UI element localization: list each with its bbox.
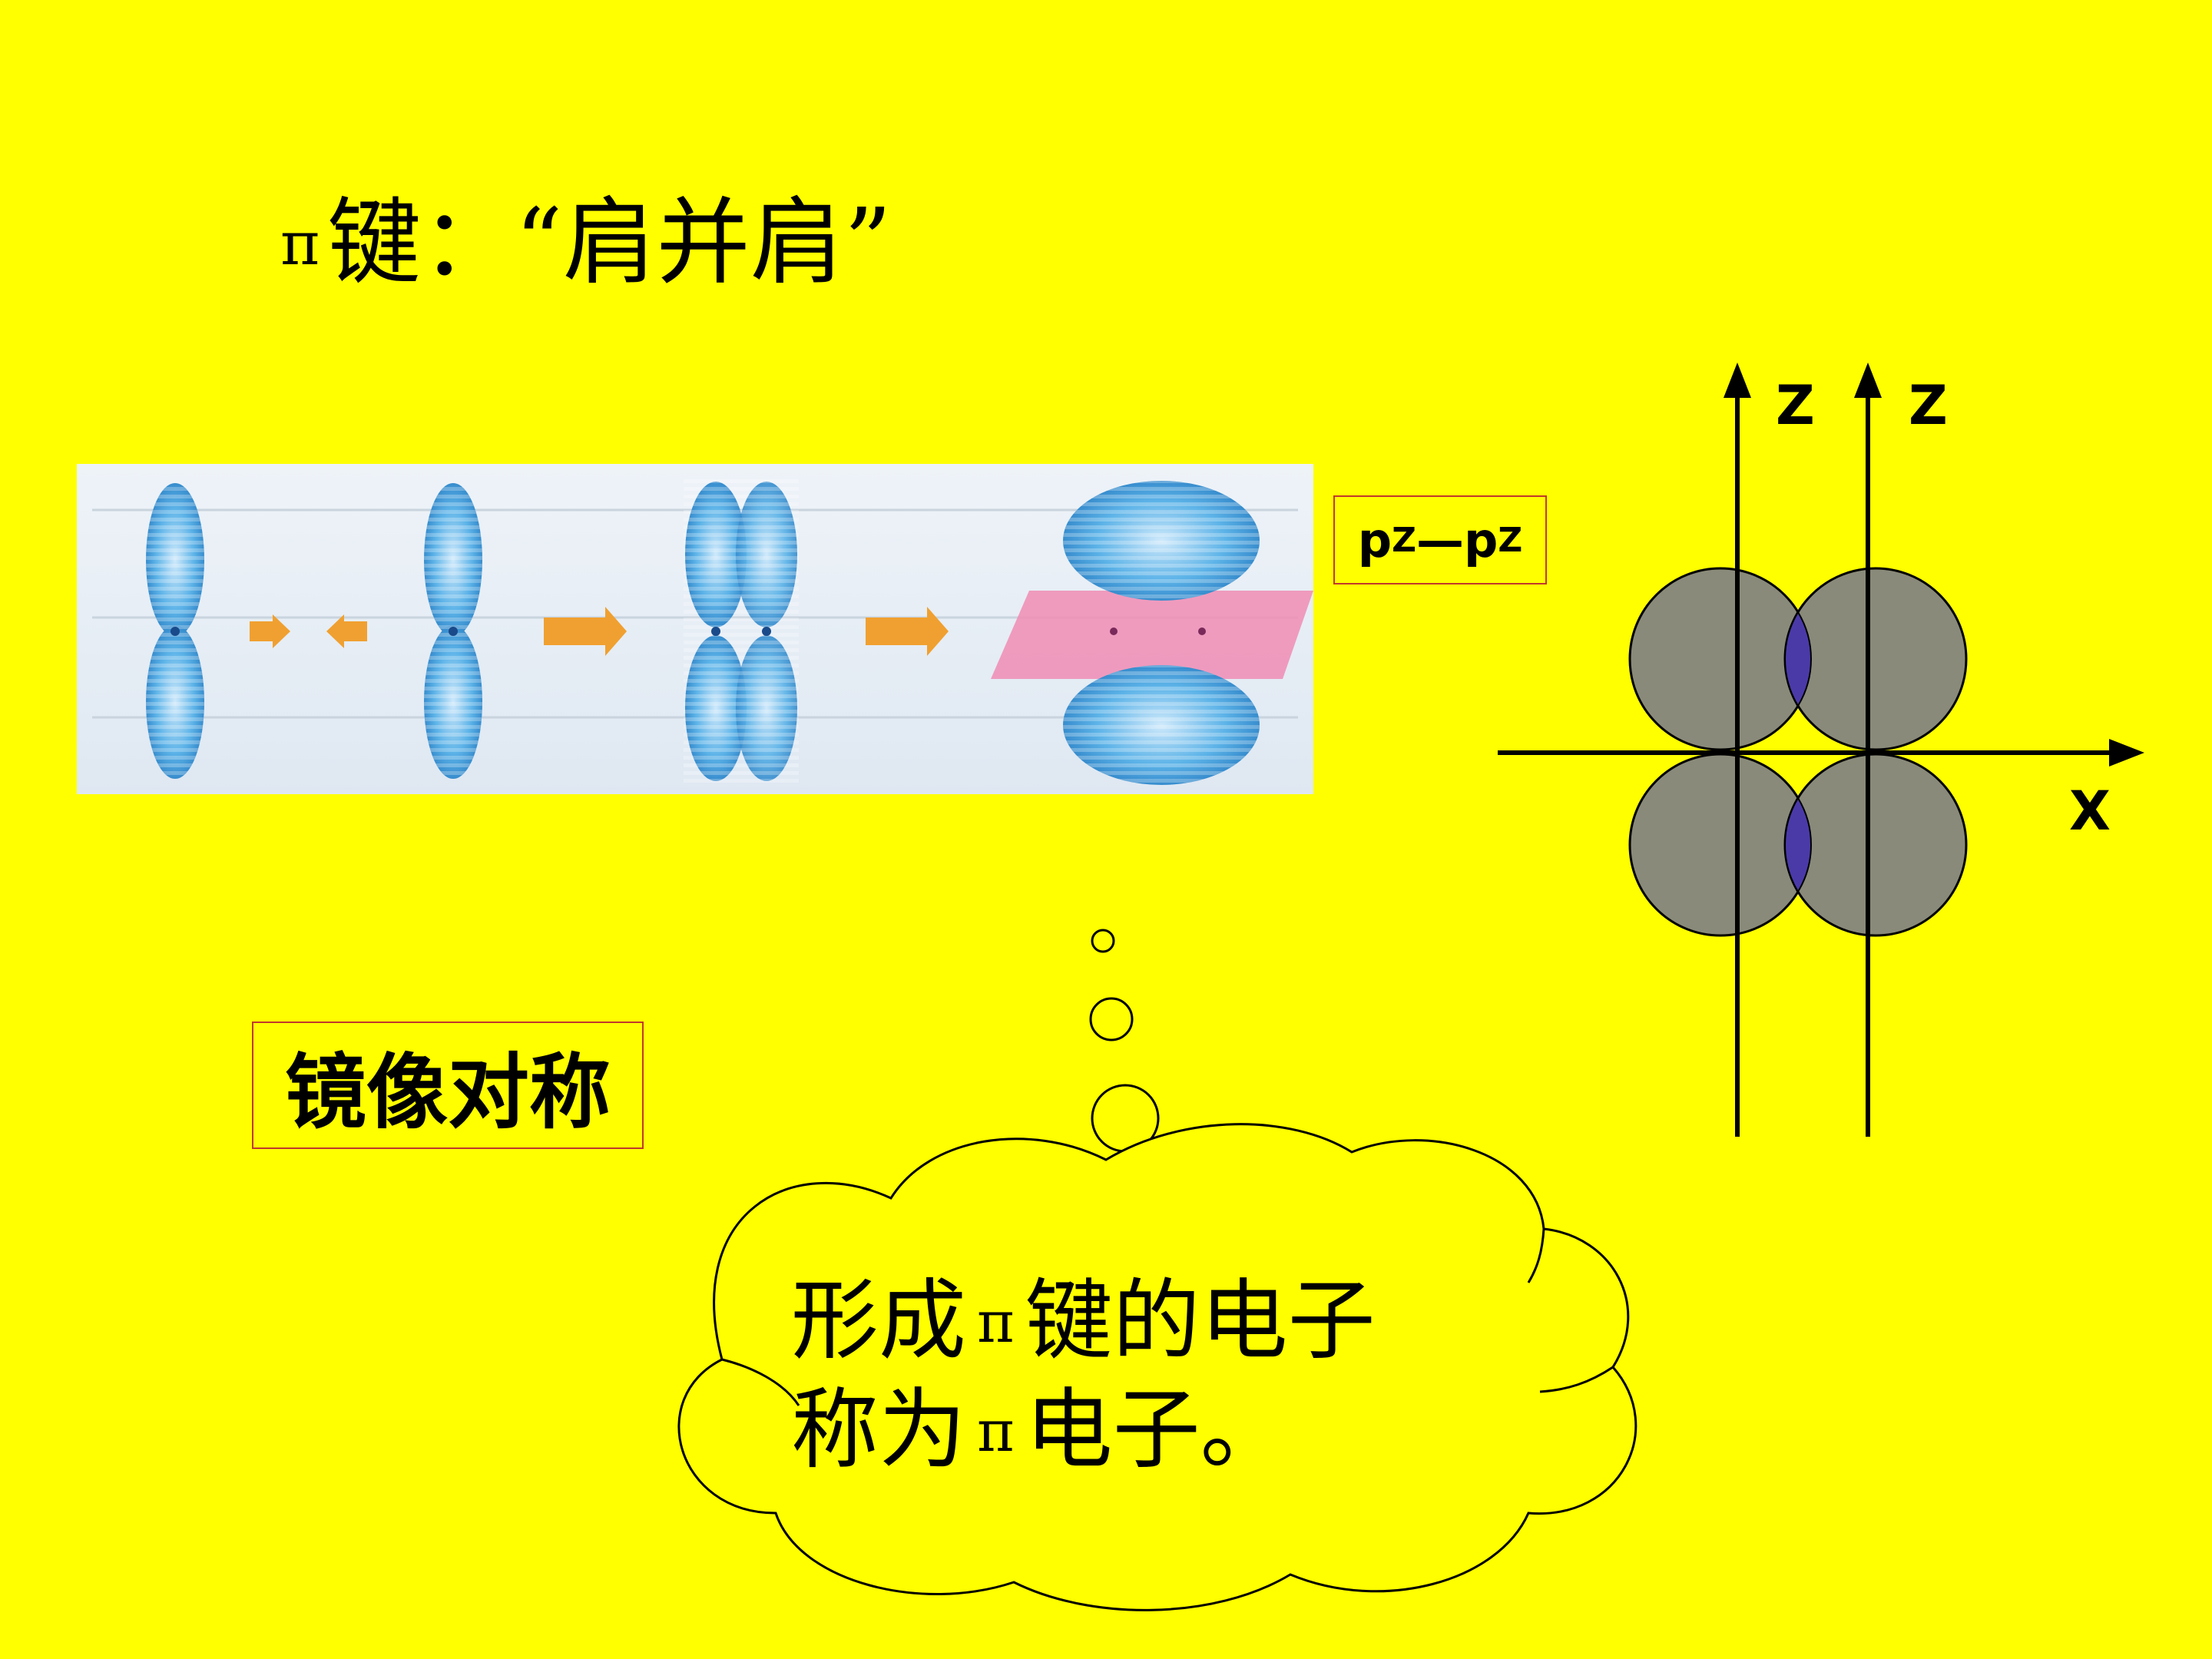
cloud-shape [677, 1123, 1637, 1611]
pi-symbol: π [280, 210, 320, 279]
cloud-line2-b: 电子。 [1025, 1379, 1288, 1481]
bubble-dot-medium [1089, 997, 1134, 1041]
arrow-icon [544, 607, 627, 656]
page-title: π键：“肩并肩” [280, 196, 892, 290]
bubble-dot-small [1091, 929, 1115, 953]
pz-label-dash: — [1416, 512, 1464, 568]
thought-bubble [677, 929, 1637, 1611]
pi-symbol: π [977, 1290, 1015, 1356]
z-axis-label-right: Z [1909, 374, 1948, 437]
cloud-line2-a: 称为 [791, 1379, 967, 1481]
title-text: 键：“肩并肩” [327, 188, 892, 297]
x-axis-label: X [2069, 780, 2111, 843]
overlap-region [1784, 611, 1812, 893]
axes [1498, 363, 2144, 1137]
mirror-symmetry-label: 镜像对称 [252, 1022, 644, 1149]
cloud-line1-a: 形成 [791, 1270, 967, 1372]
p-orbital-2 [424, 483, 482, 779]
pi-symbol: π [977, 1399, 1015, 1465]
orbital-overlap-illustration [77, 464, 1313, 794]
z-axis-label-left: Z [1776, 374, 1815, 437]
approach-arrows [250, 614, 367, 648]
cloud-line1-b: 键的电子 [1025, 1270, 1376, 1372]
pz-label-p2: p [1464, 512, 1498, 568]
pz-label-p1: p [1357, 512, 1392, 568]
pz-label-sub1: Z [1392, 520, 1416, 560]
p-orbital-1 [146, 483, 204, 779]
pz-overlap-diagram: Z Z X [1498, 363, 2144, 1137]
overlapping-orbitals [684, 479, 799, 783]
pz-label-sub2: Z [1498, 520, 1523, 560]
p-lobes [1628, 567, 1968, 937]
arrow-icon [866, 607, 949, 656]
pi-bond-orbital [991, 481, 1313, 785]
